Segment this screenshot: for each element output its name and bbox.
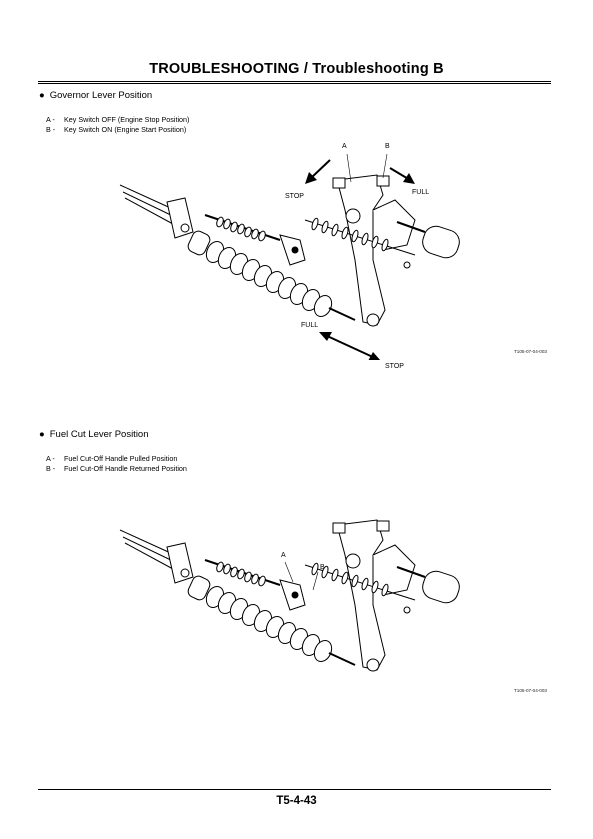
- legend-text: Key Switch OFF (Engine Stop Position): [64, 115, 190, 124]
- footer-rule: [38, 789, 551, 790]
- bullet-icon: ●: [39, 90, 45, 101]
- legend-item: B - Fuel Cut-Off Handle Returned Position: [46, 464, 187, 474]
- figure-label-b: B: [320, 564, 325, 571]
- figure-label-full-bottom: FULL: [301, 322, 319, 329]
- legend-text: Fuel Cut-Off Handle Returned Position: [64, 464, 187, 473]
- figure-label-a: A: [281, 552, 286, 559]
- legend-text: Key Switch ON (Engine Start Position): [64, 125, 187, 134]
- figure-label-stop-top: STOP: [285, 193, 304, 200]
- figure-label-a: A: [342, 143, 347, 150]
- fuel-cut-lever-figure: [115, 500, 475, 690]
- legend-key: B -: [46, 464, 56, 473]
- governor-lever-drawing: [119, 153, 460, 360]
- figure-label-stop-bottom: STOP: [385, 363, 404, 370]
- legend-item: B - Key Switch ON (Engine Start Position): [46, 125, 186, 135]
- legend-key: A -: [46, 454, 55, 463]
- legend-text: Fuel Cut-Off Handle Pulled Position: [64, 454, 178, 463]
- header-rule: [38, 81, 551, 84]
- figure-label-b: B: [385, 143, 390, 150]
- legend-key: A -: [46, 115, 55, 124]
- page-number: T5-4-43: [276, 795, 317, 807]
- section-heading-text: Fuel Cut Lever Position: [49, 429, 149, 440]
- section-heading-text: Governor Lever Position: [49, 90, 153, 101]
- figure-reference: T105-07-04-003: [514, 349, 547, 354]
- legend-key: B -: [46, 125, 56, 134]
- figure-reference: T105-07-04-003: [514, 688, 547, 693]
- page-title: TROUBLESHOOTING / Troubleshooting B: [149, 61, 444, 77]
- section-heading-governor: ● Governor Lever Position: [39, 90, 152, 101]
- figure-label-full-top: FULL: [412, 189, 430, 196]
- bullet-icon: ●: [39, 429, 45, 440]
- governor-lever-figure: [115, 140, 475, 360]
- legend-item: A - Fuel Cut-Off Handle Pulled Position: [46, 454, 177, 464]
- fuel-cut-lever-drawing: [119, 519, 460, 672]
- legend-item: A - Key Switch OFF (Engine Stop Position): [46, 115, 189, 125]
- section-heading-fuel-cut: ● Fuel Cut Lever Position: [39, 429, 149, 440]
